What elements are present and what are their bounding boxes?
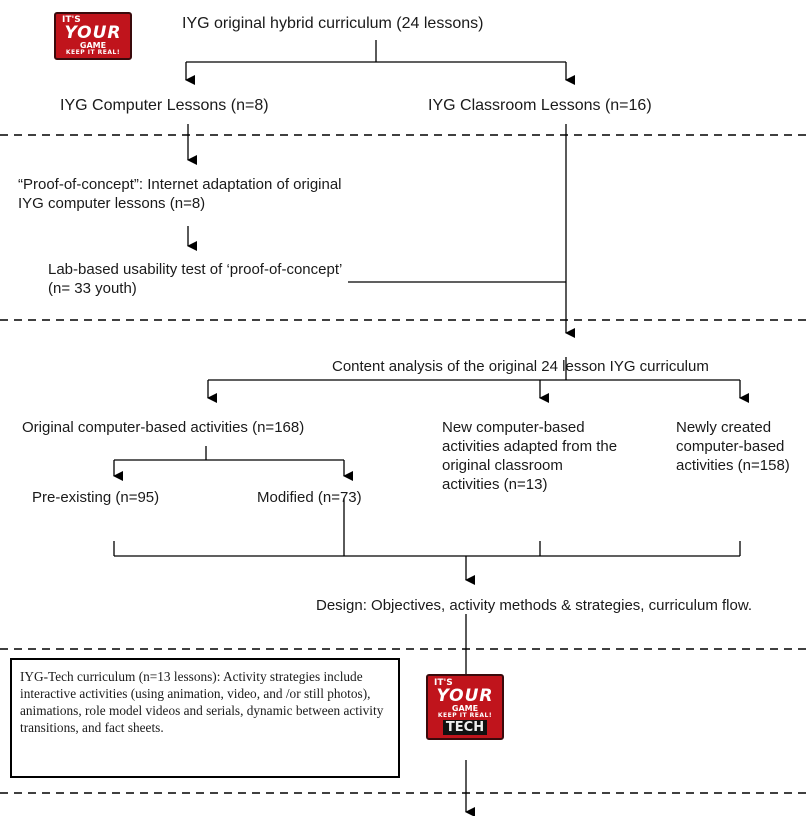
node-new-adapted: New computer-based activities adapted fr… bbox=[442, 419, 618, 493]
logo-text: IT'S bbox=[434, 678, 453, 688]
node-usability-test: Lab-based usability test of ‘proof-of-co… bbox=[48, 261, 342, 297]
logo-text: KEEP IT REAL! bbox=[65, 49, 121, 56]
iyg-logo-top: IT'S YOUR GAME KEEP IT REAL! bbox=[54, 12, 132, 60]
node-proof-of-concept: “Proof-of-concept”: Internet adaptation … bbox=[18, 176, 342, 212]
node-design: Design: Objectives, activity methods & s… bbox=[316, 597, 752, 614]
node-modified: Modified (n=73) bbox=[257, 489, 362, 506]
logo-text: GAME bbox=[79, 41, 107, 50]
node-computer-lessons: IYG Computer Lessons (n=8) bbox=[60, 97, 269, 114]
logo-text: YOUR bbox=[436, 686, 494, 706]
node-original-activities: Original computer-based activities (n=16… bbox=[22, 419, 305, 436]
node-pre-existing: Pre-existing (n=95) bbox=[32, 489, 160, 506]
node-newly-created: Newly created computer-based activities … bbox=[676, 419, 790, 474]
logo-text: YOUR bbox=[64, 23, 122, 43]
node-original-curriculum: IYG original hybrid curriculum (24 lesso… bbox=[182, 15, 484, 32]
node-content-analysis: Content analysis of the original 24 less… bbox=[332, 358, 709, 375]
logo-text: TECH bbox=[442, 720, 488, 735]
logo-text: IT'S bbox=[62, 15, 81, 25]
logo-text: GAME bbox=[451, 704, 479, 713]
node-tech-curriculum: IYG-Tech curriculum (n=13 lessons): Acti… bbox=[10, 658, 400, 778]
iyg-tech-logo: IT'S YOUR GAME KEEP IT REAL! TECH bbox=[426, 674, 504, 740]
logo-text: KEEP IT REAL! bbox=[437, 712, 493, 719]
node-classroom-lessons: IYG Classroom Lessons (n=16) bbox=[428, 97, 652, 114]
